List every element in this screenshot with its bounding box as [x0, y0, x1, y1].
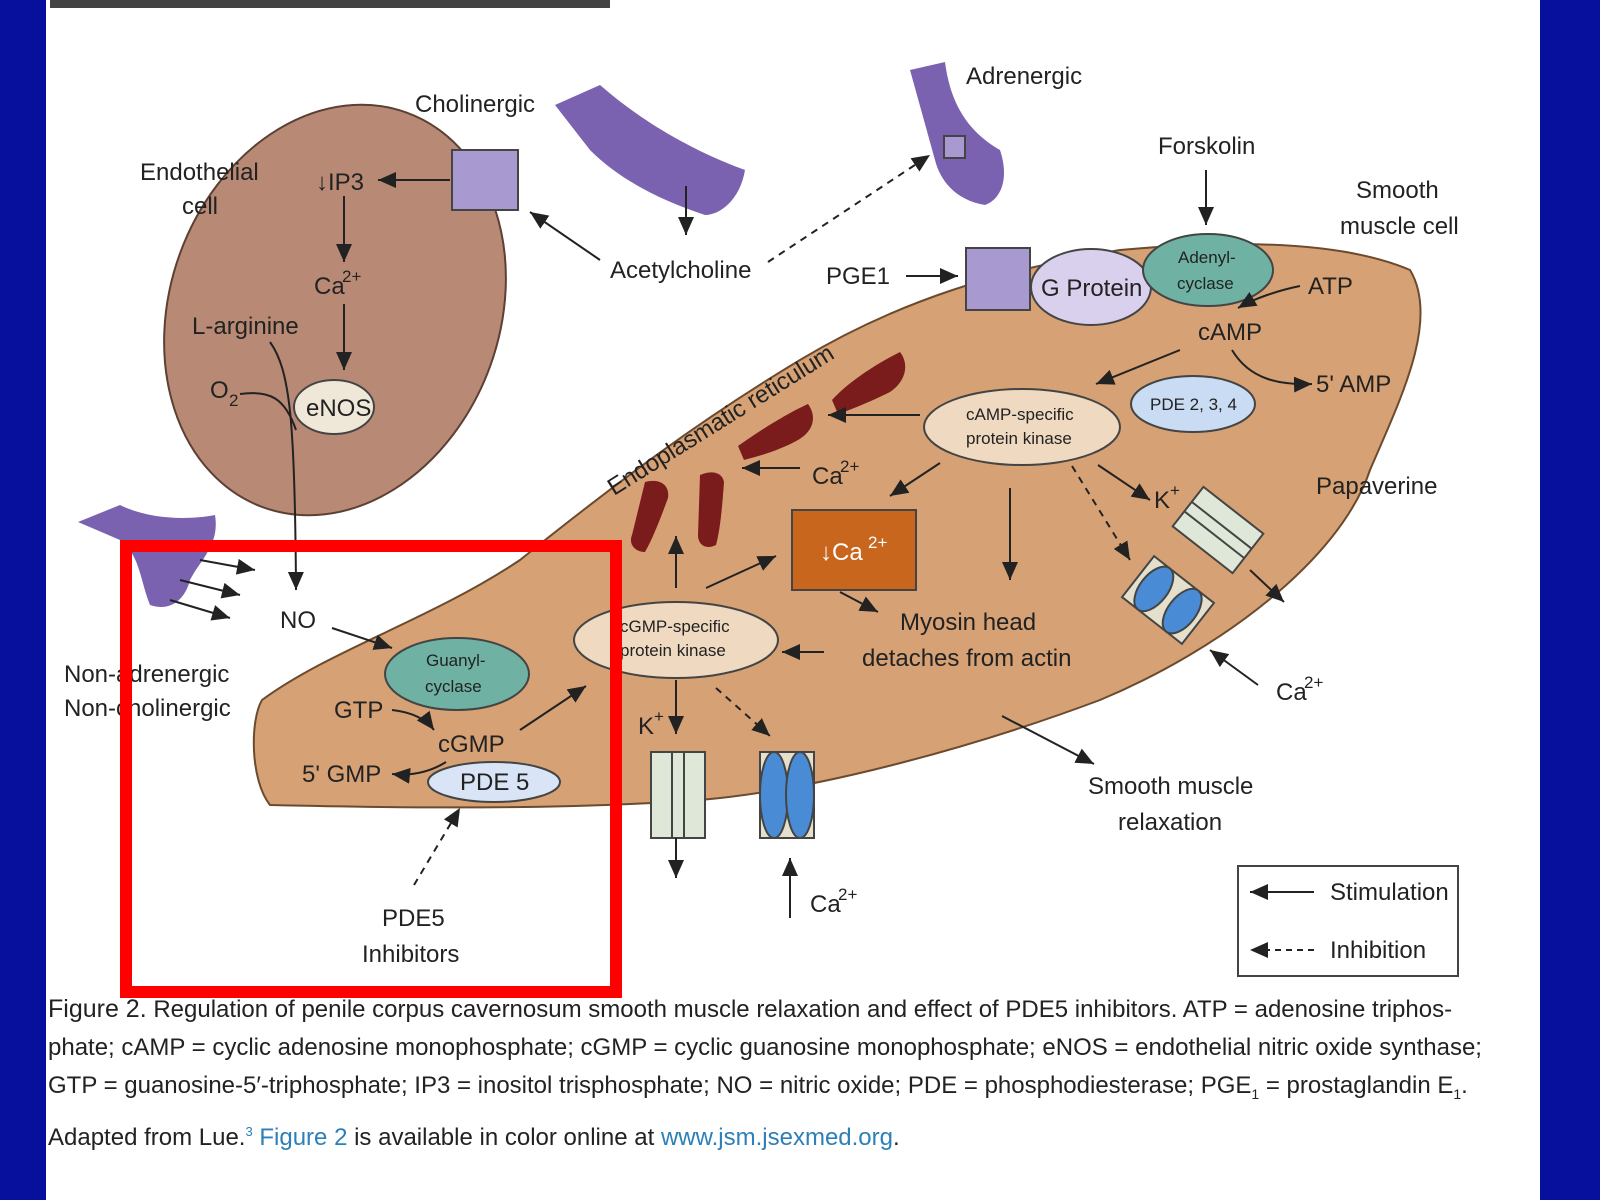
endothelial-label-2: cell [182, 193, 218, 220]
nanc-label-2: Non-cholinergic [64, 695, 231, 722]
cholinergic-nerve [555, 85, 745, 215]
caption-text-4: is available in color online at [347, 1123, 661, 1151]
er-segment [738, 404, 813, 460]
nanc-nerve [78, 505, 216, 608]
larginine-label: L-arginine [192, 313, 299, 340]
enos-node [293, 379, 375, 435]
ca-decrease-box [791, 509, 917, 591]
gmp5-label: 5' GMP [302, 761, 381, 788]
ca2-endo-label: Ca [314, 273, 345, 300]
pde234-label: PDE 2, 3, 4 [1150, 395, 1237, 414]
ca-decrease-label: ↓Ca [820, 539, 863, 566]
pge1-label: PGE1 [826, 263, 890, 290]
acetylcholine-label: Acetylcholine [610, 257, 751, 284]
cgmp-label: cGMP [438, 731, 505, 758]
relaxation-label-2: relaxation [1118, 809, 1222, 836]
cholinergic-label: Cholinergic [415, 91, 535, 118]
k-channel-bottom [650, 751, 706, 839]
adenyl-cyclase-node [1142, 233, 1274, 307]
enos-label: eNOS [306, 395, 371, 422]
er-segment [698, 472, 724, 547]
caption-figure-link[interactable]: Figure 2 [252, 1123, 348, 1151]
ca-channel-right [1120, 554, 1216, 646]
pde234-node [1130, 375, 1256, 433]
pde5-label: PDE 5 [460, 769, 529, 796]
caption-text-5: . [893, 1123, 900, 1151]
caption-e-sub: 1 [1453, 1085, 1462, 1102]
ca2-endo-sup: 2+ [342, 267, 361, 286]
amp5-label: 5' AMP [1316, 371, 1391, 398]
adenyl-label: Adenyl- [1178, 248, 1236, 267]
caption-pge-sub: 1 [1251, 1085, 1260, 1102]
adrenergic-receptor [943, 135, 966, 159]
camp-kinase-label-2: protein kinase [966, 429, 1072, 448]
ip3-label: ↓IP3 [316, 169, 364, 196]
caption-text-2: = prostaglandin E [1259, 1072, 1454, 1099]
figure-caption: Figure 2. Regulation of penile corpus ca… [48, 990, 1498, 1157]
legend-box [1237, 865, 1459, 977]
k-bottom-sup: + [654, 707, 664, 726]
pde5-inhibitors-label-2: Inhibitors [362, 941, 459, 968]
atp-label: ATP [1308, 273, 1353, 300]
adrenergic-label: Adrenergic [966, 63, 1082, 90]
caption-url-link[interactable]: www.jsm.jsexmed.org [660, 1123, 893, 1151]
ca2-right-label: Ca [1276, 679, 1307, 706]
er-segment [832, 352, 906, 414]
k-right-sup: + [1170, 481, 1180, 500]
pde5-node [427, 761, 561, 803]
ca2-er-label: Ca [812, 463, 843, 490]
legend-inhibition: Inhibition [1330, 937, 1426, 964]
smooth-muscle-label: Smooth [1356, 177, 1439, 204]
o2-sub: 2 [229, 391, 238, 410]
o2-label: O [210, 377, 229, 404]
cholinergic-receptor [451, 149, 519, 211]
legend-stimulation: Stimulation [1330, 879, 1449, 906]
g-protein-label: G Protein [1041, 275, 1142, 302]
cropped-title [50, 0, 610, 8]
highlight-box [120, 540, 622, 998]
myosin-label-2: detaches from actin [862, 645, 1071, 672]
caption-text: Regulation of penile corpus cavernosum s… [48, 996, 1482, 1099]
adrenergic-nerve [910, 62, 1005, 205]
camp-kinase-label: cAMP-specific [966, 405, 1074, 424]
ca-channel-bottom [759, 751, 815, 839]
camp-label: cAMP [1198, 319, 1262, 346]
myosin-label: Myosin head [900, 609, 1036, 636]
er-segment [630, 480, 669, 552]
k-bottom-label: K [638, 713, 654, 740]
k-right-label: K [1154, 487, 1170, 514]
gtp-label: GTP [334, 697, 383, 724]
ca2-bottom-label: Ca [810, 891, 841, 918]
endothelial-label: Endothelial [140, 159, 259, 186]
smooth-muscle-label-2: muscle cell [1340, 213, 1459, 240]
camp-kinase-node [923, 388, 1121, 466]
pde5-inhibitors-label: PDE5 [382, 905, 445, 932]
ca-decrease-sup: 2+ [868, 533, 887, 552]
ca2-er-sup: 2+ [840, 457, 859, 476]
no-label: NO [280, 607, 316, 634]
ca2-bottom-sup: 2+ [838, 885, 857, 904]
pge1-receptor [965, 247, 1031, 311]
papaverine-label: Papaverine [1316, 473, 1437, 500]
cgmp-kinase-label-2: protein kinase [620, 641, 726, 660]
caption-figure-label: Figure 2. [48, 995, 147, 1023]
nanc-label: Non-adrenergic [64, 661, 229, 688]
k-channel-right [1171, 485, 1265, 575]
adenyl-label-2: cyclase [1177, 274, 1234, 293]
cgmp-kinase-label: cGMP-specific [620, 617, 730, 636]
endothelial-cell [163, 103, 507, 517]
guanyl-label-2: cyclase [425, 677, 482, 696]
caption-text-3: . Adapted from Lue. [48, 1072, 1468, 1151]
cgmp-kinase-node [573, 601, 779, 679]
forskolin-label: Forskolin [1158, 133, 1255, 160]
guanyl-label: Guanyl- [426, 651, 486, 670]
ca2-right-sup: 2+ [1304, 673, 1323, 692]
caption-ref[interactable]: 3 [245, 1123, 253, 1139]
relaxation-label: Smooth muscle [1088, 773, 1253, 800]
guanyl-cyclase-node [384, 637, 530, 711]
